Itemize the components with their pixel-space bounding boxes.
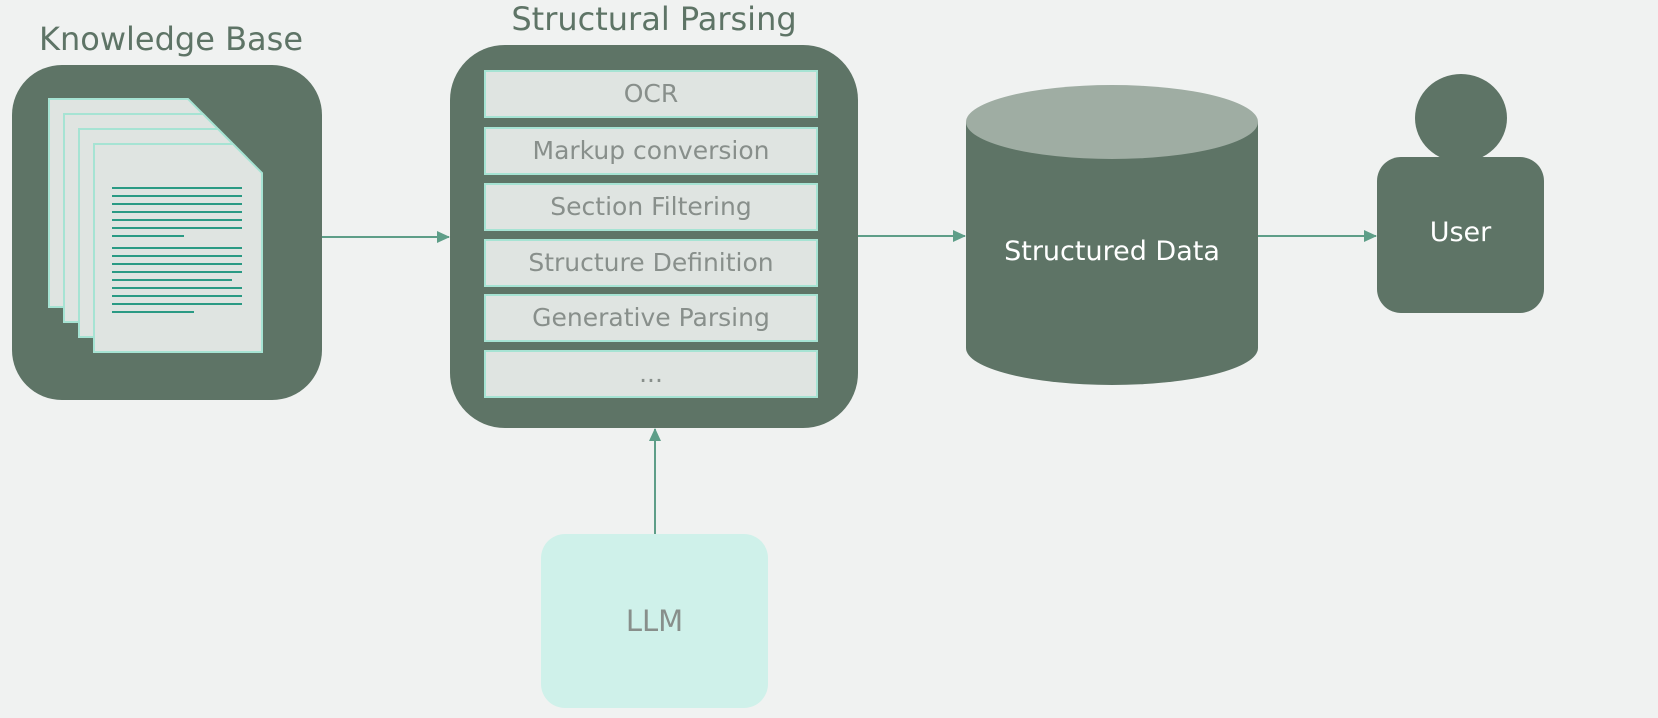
user-node: User [1377,157,1544,313]
step-generative-parsing: Generative Parsing [484,294,818,342]
step-section-filtering: Section Filtering [484,183,818,231]
step-markup-conversion: Markup conversion [484,127,818,175]
document-icon [93,143,263,353]
llm-node: LLM [541,534,768,708]
database-top [966,85,1258,159]
structured-data-label: Structured Data [1004,236,1220,267]
llm-label: LLM [625,604,684,638]
structural-parsing-title: Structural Parsing [511,0,797,38]
knowledge-base-title: Knowledge Base [39,20,303,58]
structural-parsing-node: OCR Markup conversion Section Filtering … [450,45,858,428]
step-ellipsis: ... [484,350,818,398]
user-head-icon [1415,74,1507,162]
step-ocr: OCR [484,70,818,118]
database-cylinder [966,85,1258,385]
database-body [966,122,1258,385]
user-label: User [1429,217,1492,248]
step-structure-definition: Structure Definition [484,239,818,287]
knowledge-base-node [12,65,322,400]
